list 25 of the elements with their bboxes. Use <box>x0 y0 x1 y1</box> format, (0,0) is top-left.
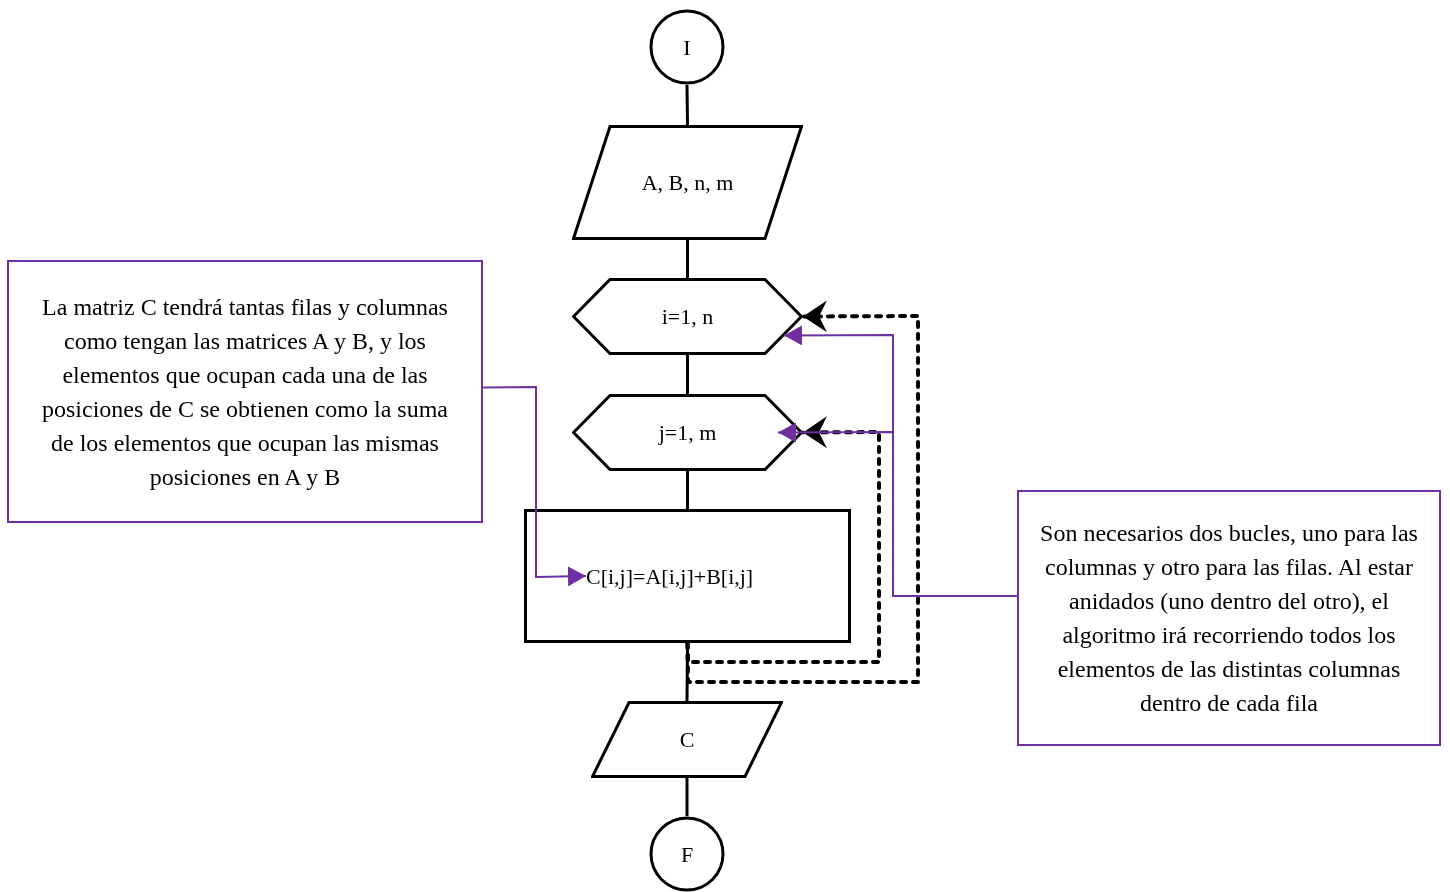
output-parallelogram <box>591 701 783 778</box>
start-circle <box>649 9 725 85</box>
node-text: Son necesarios dos bucles, uno para las columnas y otro para las filas. Al estar anidados (uno dentro del otro), el algoritmo irá recorriendo todos los elementos de las distintas columnas dentro de cada fila <box>1039 519 1419 718</box>
node-text: C <box>679 726 695 754</box>
connector-line <box>686 355 689 394</box>
loop-hexagon <box>572 394 803 471</box>
connector-line <box>685 84 689 126</box>
end-circle <box>649 816 725 892</box>
loop-hexagon <box>572 278 803 355</box>
connector-line <box>686 471 689 509</box>
node-text: C[i,j]=A[i,j]+B[i,j] <box>586 562 754 591</box>
input-parallelogram <box>572 125 803 240</box>
connector-line <box>686 240 689 278</box>
node-text: j=1, m <box>658 419 717 447</box>
arrow <box>482 386 587 587</box>
node-text: I <box>683 33 691 62</box>
note-box <box>7 260 483 523</box>
dashed-arrow <box>685 300 920 684</box>
node-text: F <box>680 840 694 869</box>
node-text: i=1, n <box>661 303 714 331</box>
node-text: A, B, n, m <box>641 169 734 197</box>
process-box <box>524 509 851 643</box>
node-text: La matriz C tendrá tantas filas y columnas como tengan las matrices A y B, y los elementos que ocupan cada una de las posiciones de C se obtienen como la suma de los elementos que ocupan las mismas posiciones en A y B <box>41 292 449 492</box>
note-box <box>1017 490 1441 746</box>
connector-line <box>685 778 689 816</box>
